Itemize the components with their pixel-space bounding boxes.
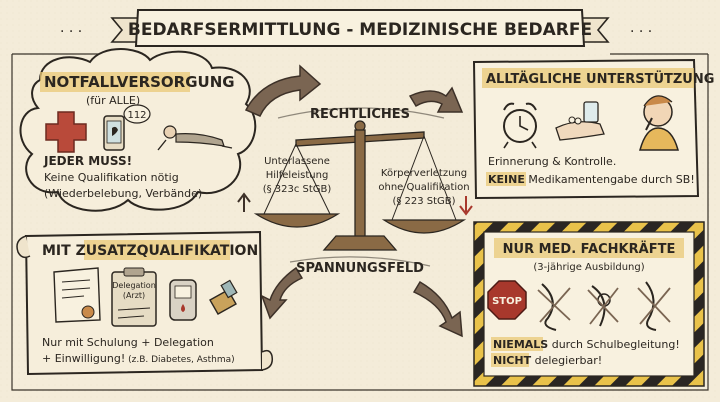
alltag-keine-highlight — [486, 172, 526, 186]
page-title: BEDARFSERMITTLUNG - MEDIZINISCHE BEDARFE — [128, 20, 592, 40]
arrow-bottom-left — [260, 266, 304, 320]
zusatz-line-2-main: + Einwilligung! — [42, 352, 125, 365]
balance-scale: RECHTLICHES Unterlassene Hilfeleistung (… — [237, 107, 473, 276]
fach-niemals: NIEMALS — [493, 338, 548, 351]
notfall-cloud: NOTFALLVERSORGUNG (für ALLE) 112 JEDER M… — [19, 48, 257, 212]
zusatz-line-1: Nur mit Schulung + Delegation — [42, 336, 214, 349]
frame-lines — [11, 53, 709, 391]
zusatz-title-main: ZUSATZQUALIFIKATION — [76, 243, 259, 259]
stop-sign-text: STOP — [492, 296, 522, 307]
alltag-title: ALLTÄGLICHE UNTERSTÜTZUNG — [486, 71, 714, 87]
cycle-arrows — [244, 64, 464, 338]
up-arrow-icon — [237, 192, 251, 212]
phone-icon — [103, 115, 125, 151]
delegation-label-1: Delegation — [112, 281, 156, 290]
fach-line-1: NIEMALS durch Schulbegleitung! — [493, 338, 680, 351]
fach-subtitle: (3-jährige Ausbildung) — [533, 262, 644, 273]
zusatz-line-2: + Einwilligung! (z.B. Diabetes, Asthma) — [42, 352, 235, 365]
title-banner: BEDARFSERMITTLUNG - MEDIZINISCHE BEDARFE… — [60, 9, 652, 47]
alarm-clock-icon — [503, 102, 537, 149]
scale-base — [322, 235, 398, 251]
left-pan-line-2: Hilfeleistung — [266, 170, 329, 181]
certificate-icon — [53, 267, 101, 323]
arrow-top-right — [408, 86, 464, 113]
call-112-bubble: 112 — [123, 104, 151, 124]
delegation-clipboard-icon: Delegation (Arzt) — [111, 267, 157, 327]
alltag-panel: ALLTÄGLICHE UNTERSTÜTZUNG Erinnerung & K… — [472, 58, 714, 200]
child-taking-pill-icon — [639, 95, 679, 151]
scale-pillar — [354, 129, 366, 239]
alltag-line-2-rest: Medikamentengabe durch SB! — [525, 173, 695, 186]
notfall-title-highlight — [40, 72, 190, 92]
fach-niemals-highlight — [491, 337, 543, 351]
notfall-line-3: (Wiederbelebung, Verbände) — [44, 187, 202, 200]
arrow-bottom-right — [412, 280, 463, 338]
zusatz-title-highlight — [84, 240, 230, 260]
right-pan-line-2: ohne Qualifikation — [378, 182, 469, 193]
zusatz-scroll: MIT ZUSATZQUALIFIKATION Delegation (Arzt… — [16, 230, 274, 376]
zusatz-line-2-small: (z.B. Diabetes, Asthma) — [125, 355, 234, 365]
arrow-top-left — [244, 64, 322, 117]
fach-line-2-rest: delegierbar! — [531, 354, 602, 367]
fach-title-highlight — [494, 238, 684, 258]
fachkraefte-panel: NUR MED. FACHKRÄFTE (3-jährige Ausbildun… — [473, 221, 705, 387]
left-pan-line-1: Unterlassene — [264, 156, 330, 167]
fach-title: NUR MED. FACHKRÄFTE — [503, 241, 676, 257]
fach-line-1-rest: durch Schulbegleitung! — [548, 338, 680, 351]
title-deco-right: . . . — [630, 20, 652, 36]
notfall-title: NOTFALLVERSORGUNG — [44, 73, 235, 91]
notfall-line-1: JEDER MUSS! — [43, 154, 132, 168]
alltag-line-2: KEINE Medikamentengabe durch SB! — [488, 173, 695, 186]
right-pan-line-1: Körperverletzung — [381, 168, 467, 179]
medicine-hand-icon — [555, 101, 605, 141]
scale-pan-left — [253, 213, 341, 228]
injured-person-icon — [157, 125, 233, 151]
scale-pan-right — [381, 219, 467, 234]
alltag-keine: KEINE — [488, 173, 525, 186]
notfall-line-2: Keine Qualifikation nötig — [44, 171, 179, 184]
zusatz-title-prefix: MIT — [42, 243, 76, 259]
down-arrow-icon — [459, 196, 473, 216]
notfall-subtitle: (für ALLE) — [86, 94, 140, 107]
fach-nicht-highlight — [491, 353, 529, 367]
zusatz-title: MIT ZUSATZQUALIFIKATION — [42, 243, 258, 259]
alltag-line-1: Erinnerung & Kontrolle. — [488, 155, 616, 168]
glucose-meter-icon — [169, 279, 197, 321]
fach-nicht: NICHT — [493, 354, 532, 367]
syringe-icon — [637, 281, 671, 331]
center-top-label: RECHTLICHES — [310, 107, 410, 122]
red-cross-icon — [45, 111, 87, 153]
call-112-text: 112 — [127, 110, 146, 121]
right-pan-line-3: (§ 223 StGB) — [392, 196, 455, 207]
left-pan-line-3: (§ 323c StGB) — [263, 184, 332, 195]
inhaler-icon — [209, 279, 238, 315]
fach-line-2: NICHT delegierbar! — [493, 354, 602, 367]
tube-icon — [587, 285, 619, 327]
delegation-label-2: (Arzt) — [123, 291, 145, 300]
alltag-title-highlight — [482, 68, 694, 88]
center-bottom-label: SPANNUNGSFELD — [296, 261, 424, 276]
catheter-icon — [537, 283, 571, 331]
stop-sign-icon: STOP — [487, 280, 527, 320]
title-deco-left: . . . — [60, 20, 82, 36]
